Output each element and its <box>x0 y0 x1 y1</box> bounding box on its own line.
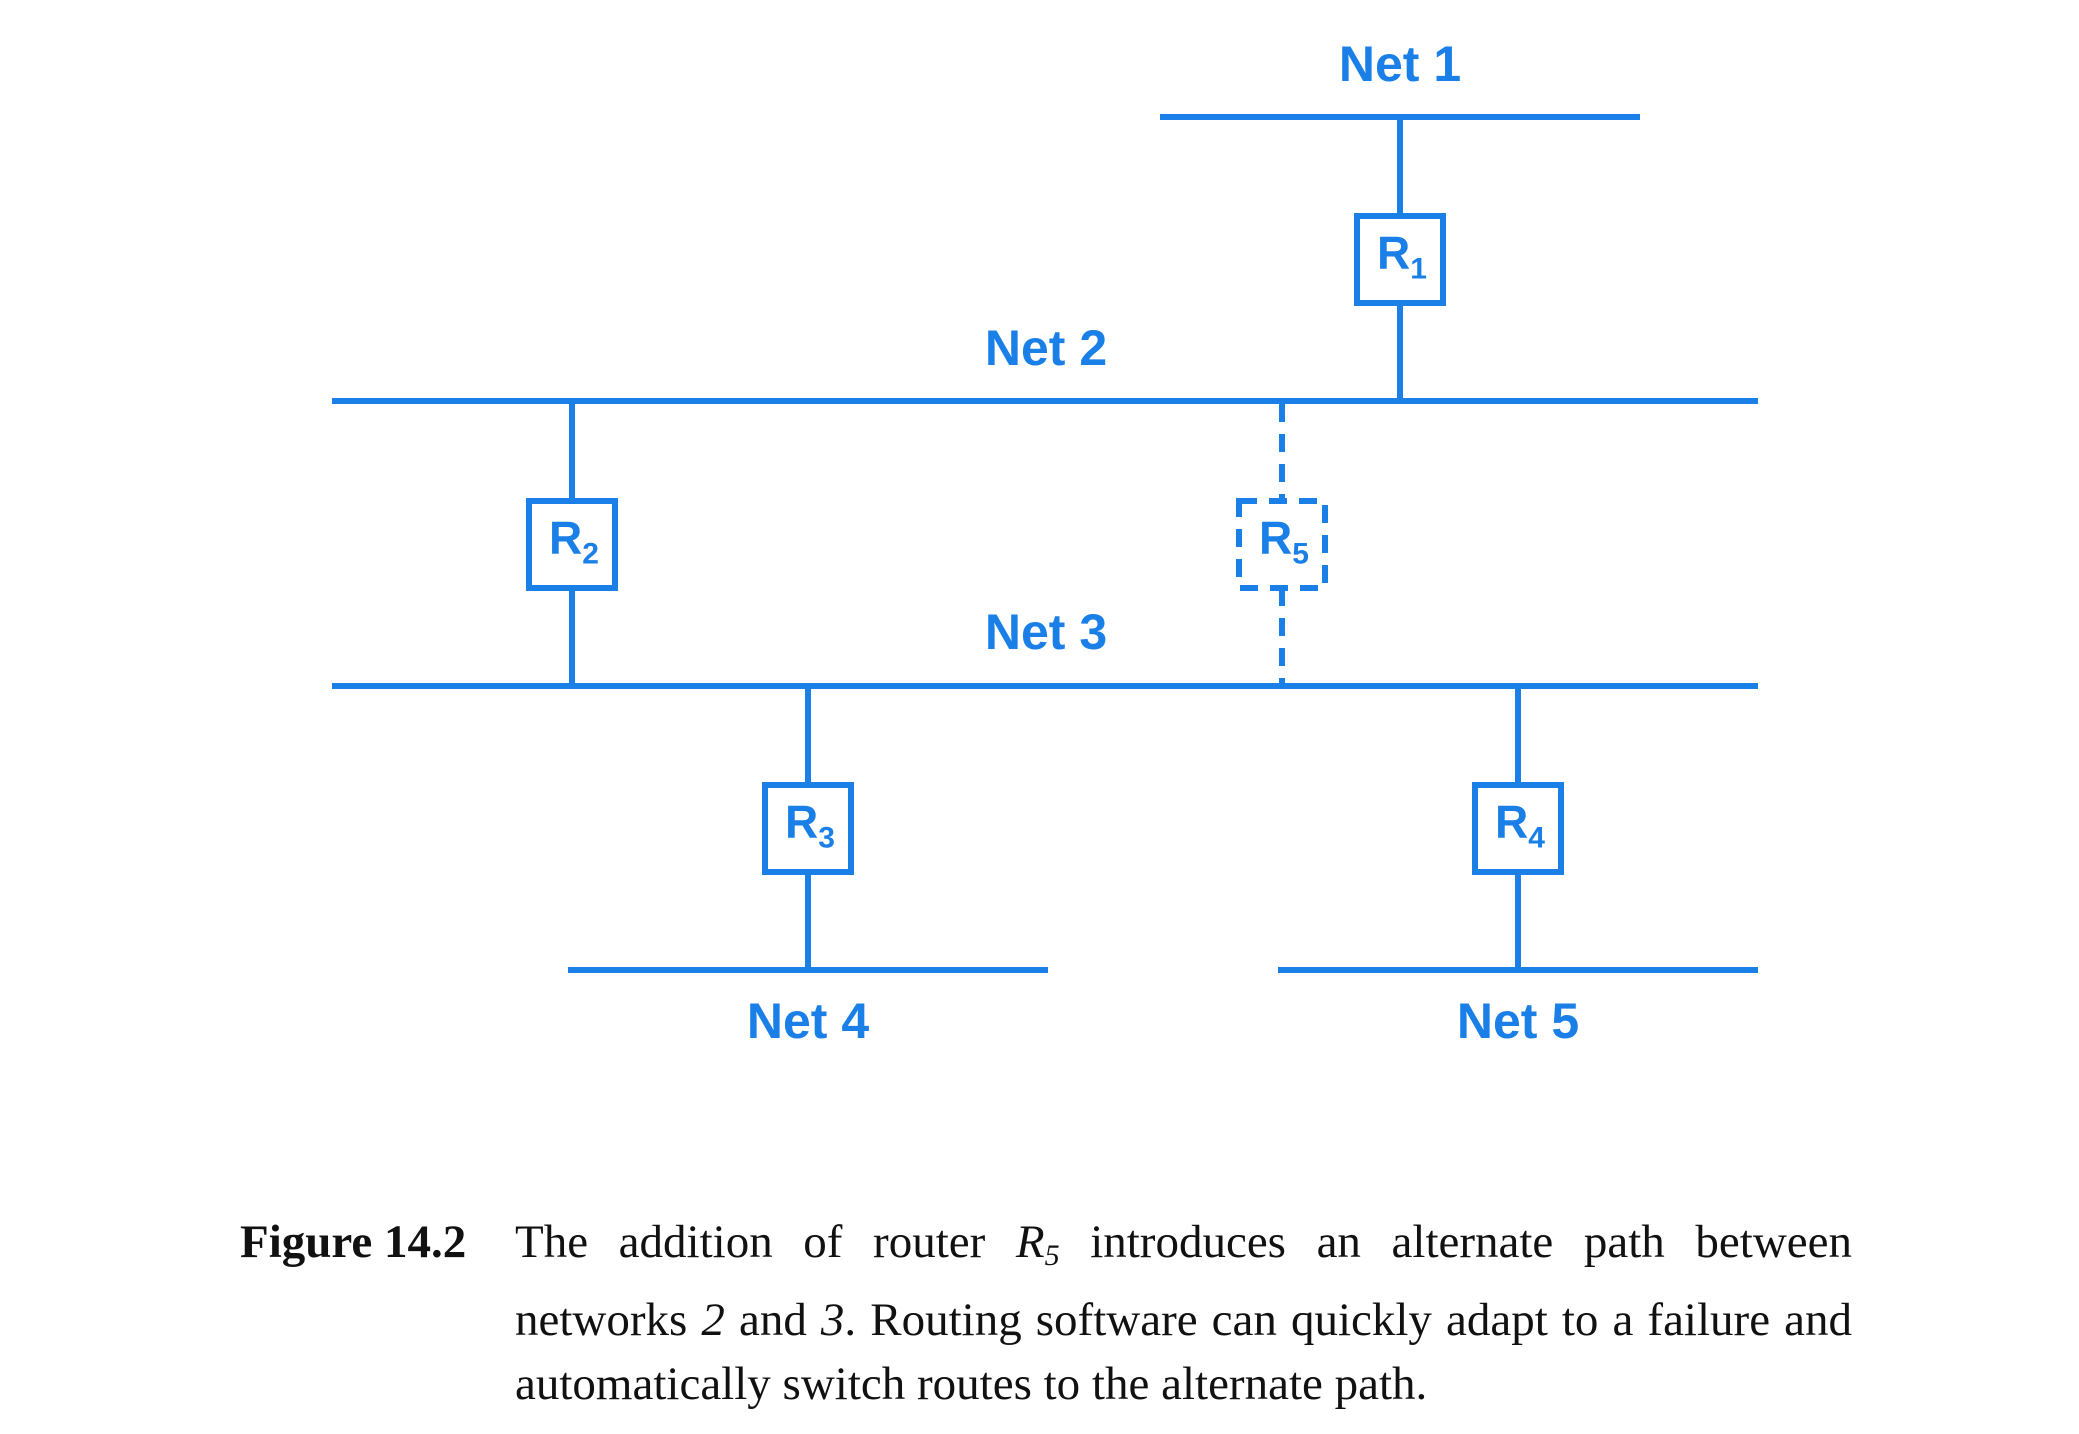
r2-box <box>526 498 618 591</box>
r2-label: R2 <box>549 511 599 571</box>
caption-label: Figure 14.2 <box>240 1216 467 1268</box>
r3-box <box>762 782 854 875</box>
caption-text: The addition of router R5 introduces an … <box>515 1216 1852 1410</box>
r4-label: R4 <box>1495 795 1545 855</box>
net1-label: Net 1 <box>1338 36 1462 92</box>
net5-label: Net 5 <box>1456 993 1580 1049</box>
net2-label: Net 2 <box>984 320 1108 376</box>
r4-box <box>1472 782 1564 875</box>
r1-box <box>1354 213 1446 306</box>
r1-label: R1 <box>1377 226 1427 286</box>
net3-label: Net 3 <box>984 604 1108 660</box>
net4-label: Net 4 <box>746 993 870 1049</box>
r5-label: R5 <box>1259 511 1309 571</box>
caption-router: R5 <box>1015 1216 1060 1272</box>
r3-label: R3 <box>785 795 835 855</box>
figure-caption: Figure 14.2 The addition of router R5 in… <box>240 1210 1852 1416</box>
r5-box <box>1236 498 1328 591</box>
